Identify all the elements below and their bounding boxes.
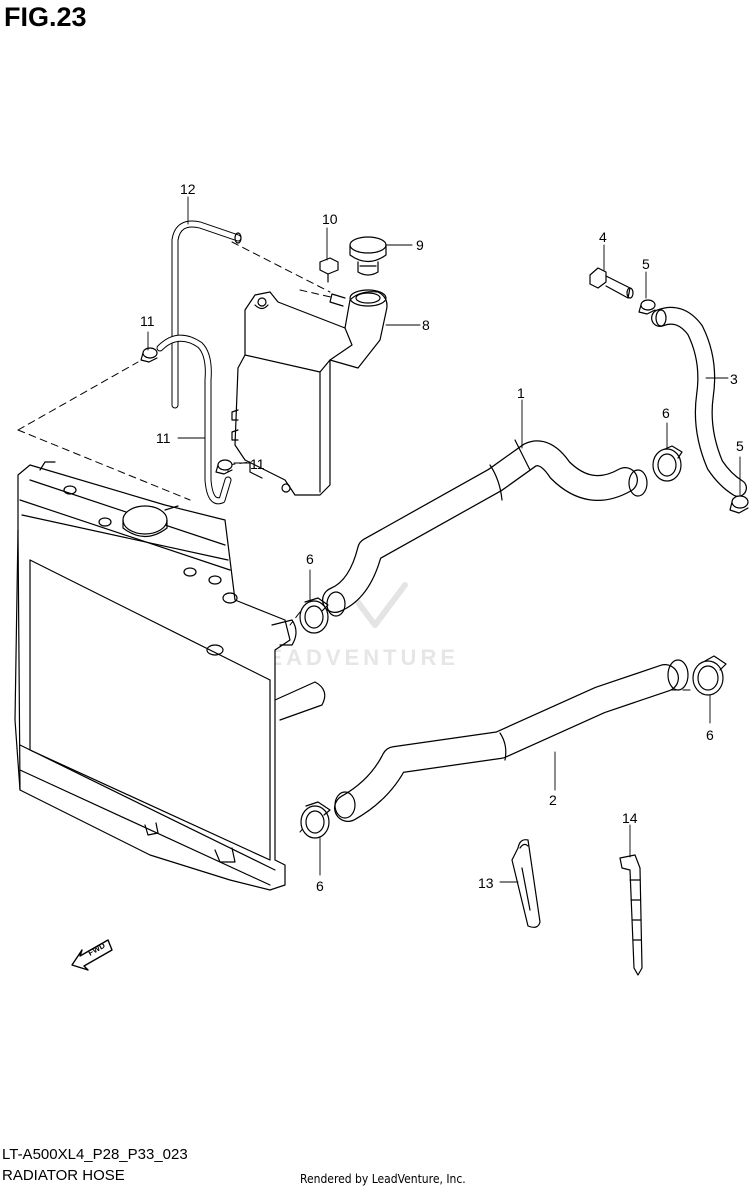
holder-13: [511, 839, 541, 928]
clamp-6-upper-right: [652, 445, 683, 482]
callout-12: 12: [180, 181, 196, 197]
clamp-6-lower-left: [300, 801, 331, 839]
reservoir-cap: [349, 236, 387, 276]
bolt-9: [319, 257, 339, 283]
callout-11-bottom: 11: [250, 456, 265, 472]
callout-3: 3: [730, 371, 738, 387]
callout-1: 1: [517, 385, 525, 401]
watermark-text: LEADVENTURE: [250, 645, 459, 670]
clamp-6-lower-right: [692, 655, 727, 696]
reservoir-tank: [231, 289, 388, 496]
callout-6-upper-left: 6: [306, 551, 314, 567]
figure-name: RADIATOR HOSE: [2, 1167, 125, 1184]
callout-13: 13: [478, 875, 494, 891]
fwd-arrow: [71, 939, 113, 971]
callout-10: 11: [156, 430, 171, 446]
callout-2: 2: [549, 792, 557, 808]
callout-numbers: 12 10 9 8 11 11 11 4 5 3 5 1 6 6 6 2 6 1…: [140, 181, 744, 894]
figure-code: LT-A500XL4_P28_P33_023: [2, 1146, 188, 1163]
hose-3: [651, 306, 747, 497]
callout-6-upper-right: 6: [662, 405, 670, 421]
leader-lines: [147, 196, 741, 883]
callout-8: 9: [416, 237, 424, 253]
figure-title: FIG.23: [4, 2, 87, 32]
clamp-5-top: [638, 299, 656, 315]
callout-7: 8: [422, 317, 430, 333]
fitting-4: [589, 267, 634, 299]
hose-10: [156, 334, 232, 505]
callout-4: 4: [599, 229, 607, 245]
callout-9: 10: [322, 211, 338, 227]
rendered-by-credit: Rendered by LeadVenture, Inc.: [300, 1172, 466, 1186]
hose-1: [322, 439, 648, 617]
callout-5-top: 5: [642, 256, 650, 272]
callout-11-top: 11: [140, 313, 155, 329]
callout-6-lower-right: 6: [706, 727, 714, 743]
clamp-11-bottom: [215, 459, 233, 475]
cable-tie-14: [619, 854, 643, 976]
callout-14: 14: [622, 810, 638, 826]
clamp-6-upper-left: [299, 597, 329, 634]
clamp-11-top: [140, 347, 158, 363]
radiator: [14, 461, 326, 891]
hose-2: [334, 659, 689, 822]
callout-6-lower-left: 6: [316, 878, 324, 894]
hose-12: [171, 220, 242, 409]
clamp-5-bottom: [729, 495, 749, 514]
callout-5-bottom: 5: [736, 438, 744, 454]
